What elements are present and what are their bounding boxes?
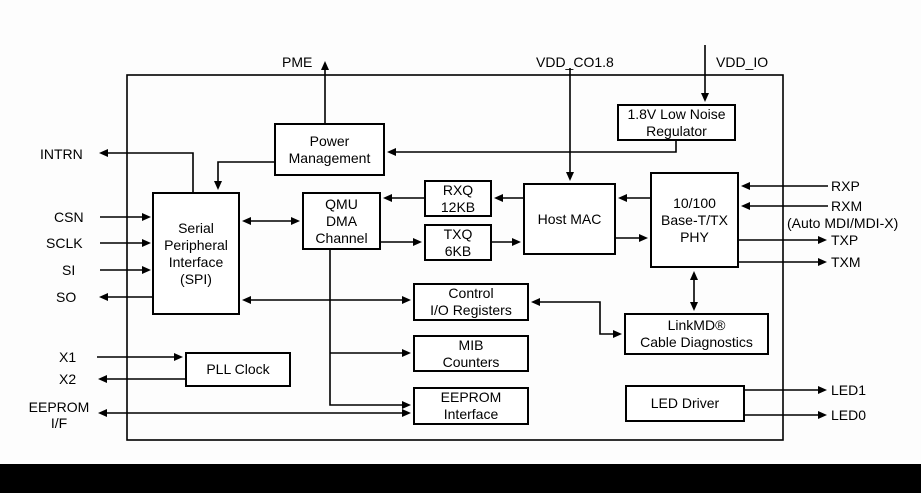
wire-si [100,266,151,274]
pin-label-auto-mdi: (Auto MDI/MDI-X) [787,215,899,231]
block-host-mac: Host MAC [523,183,616,255]
wire-led0 [745,411,827,419]
pin-label-x2: X2 [59,371,77,387]
wire-rxq-to-qmu [383,194,424,202]
block-label: DMA [325,212,358,229]
wire-pme [321,61,329,123]
wire-sclk [100,239,151,247]
wire-ctrl-io-linkmd [531,298,622,338]
block-label: 6KB [444,242,472,259]
wire-txp [739,236,827,244]
wire-mac-to-rxq [494,194,523,202]
pin-label-line: EEPROM [28,399,90,415]
block-power-management: Power Management [274,123,385,176]
block-label: QMU [325,195,358,212]
wire-txq-to-mac [492,238,521,246]
block-label: Control [448,285,494,301]
block-label: 1.8V Low Noise [627,105,726,122]
block-label: Host MAC [537,210,602,227]
block-linkmd: LinkMD® Cable Diagnostics [624,313,769,355]
block-qmu-dma: QMU DMA Channel [302,192,381,250]
block-spi: Serial Peripheral Interface (SPI) [152,192,240,315]
block-label: TXQ [443,225,473,242]
pin-label-intrn: INTRN [40,146,83,162]
pin-label-rxp: RXP [831,178,860,194]
wire-x1 [97,353,183,361]
block-label: I/O Registers [430,302,512,318]
pin-label-pme: PME [282,54,313,70]
wire-so [99,293,152,301]
block-phy: 10/100 Base-T/TX PHY [650,172,739,268]
wire-txm [739,258,827,266]
wire-phy-linkmd [690,271,698,311]
block-label: LinkMD® [667,317,726,333]
bottom-bar [0,464,921,493]
pin-label-sclk: SCLK [46,235,83,251]
block-regulator: 1.8V Low Noise Regulator [617,104,736,141]
wire-regulator-to-power-mgmt [387,141,677,156]
block-label: Counters [442,353,500,370]
wire-phy-to-mac [618,194,650,202]
pin-label-txp: TXP [831,232,859,248]
pin-label-si: SI [62,262,76,278]
block-label: Management [288,149,371,166]
block-mib-counters: MIB Counters [413,335,529,372]
block-rxq: RXQ 12KB [424,180,492,217]
block-label: PHY [680,228,709,245]
block-label: Base-T/TX [661,211,728,228]
wire-bus-to-eeprom [329,250,411,409]
block-label: Power [309,132,350,149]
pin-label-rxm: RXM [831,198,863,214]
block-label: Cable Diagnostics [640,334,753,350]
pin-label-led0: LED0 [831,407,867,423]
block-label: (SPI) [180,270,212,287]
block-label: LED Driver [650,395,720,411]
block-label: RXQ [442,181,474,198]
wire-qmu-to-txq [381,238,422,246]
chip-outline [126,74,784,441]
pin-label-eeprom-if: EEPROM I/F [24,399,94,431]
pin-label-csn: CSN [54,209,84,225]
wire-mac-to-phy [616,234,648,242]
block-eeprom-interface: EEPROM Interface [413,387,529,425]
pin-label-so: SO [56,289,77,305]
wire-power-mgmt-to-spi [214,161,274,190]
wire-rxp [741,182,828,190]
pin-label-vdd-co18: VDD_CO1.8 [536,54,614,70]
wire-spi-ctrl-io [242,296,411,304]
block-label: MIB [458,336,484,353]
block-label: 10/100 [673,194,716,211]
wire-bus-to-mib [330,349,411,357]
wire-x2 [98,375,185,383]
pin-label-x1: X1 [59,349,77,365]
block-label: EEPROM [440,389,502,405]
pin-label-txm: TXM [831,254,861,270]
block-label: Interface [443,406,499,422]
wire-vdd-co18 [566,68,574,181]
block-led-driver: LED Driver [625,385,745,422]
wire-rxm [741,202,828,210]
wire-spi-qmu [242,217,300,225]
pin-label-led1: LED1 [831,382,867,398]
wire-eeprom-if [98,409,411,417]
pin-label-vdd-io: VDD_IO [716,54,769,70]
block-label: Regulator [646,122,707,139]
pin-label-line: I/F [50,415,68,431]
wire-csn [100,213,151,221]
block-label: 12KB [440,198,476,215]
wire-intrn [99,149,194,192]
block-label: PLL Clock [206,361,270,377]
wire-led1 [745,386,827,394]
block-label: Interface [168,253,224,270]
block-label: Channel [315,229,368,246]
block-control-io-registers: Control I/O Registers [413,283,529,321]
wire-vdd-io [701,45,709,102]
block-txq: TXQ 6KB [424,224,492,261]
block-label: Serial [178,219,214,236]
block-label: Peripheral [164,236,228,253]
block-pll-clock: PLL Clock [185,352,291,387]
